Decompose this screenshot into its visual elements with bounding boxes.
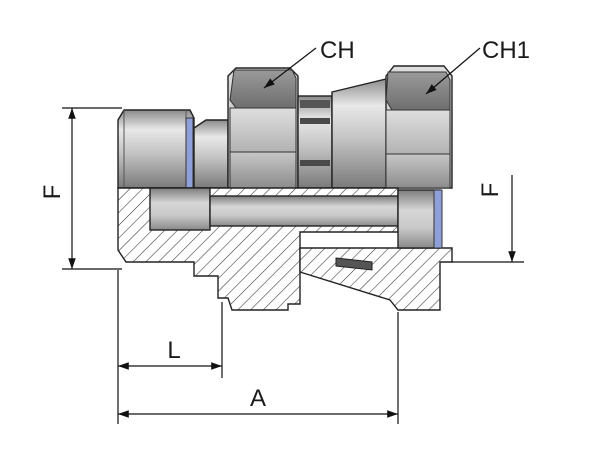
right-seal-ring — [433, 189, 443, 249]
label-l: L — [167, 337, 180, 364]
label-ch1: CH1 — [482, 37, 530, 64]
dimension-f-right: F — [452, 175, 524, 263]
label-f-left: F — [39, 185, 66, 200]
left-stud-exterior — [117, 109, 195, 189]
internal-recess — [335, 257, 373, 271]
label-ch: CH — [320, 37, 355, 64]
dimension-a: A — [118, 312, 399, 424]
tapered-nut — [331, 77, 391, 189]
neck-groove — [193, 119, 229, 189]
dimension-f-left: F — [39, 107, 122, 270]
ch-hex-body — [227, 67, 299, 189]
label-a: A — [250, 385, 266, 412]
dimension-l: L — [117, 270, 223, 424]
swivel-collar — [297, 95, 333, 189]
left-seal-ring — [185, 117, 194, 189]
label-f-right: F — [477, 183, 504, 198]
ch1-hex-body — [385, 65, 453, 189]
inner-bore — [149, 187, 441, 249]
leader-ch: CH — [263, 37, 355, 89]
leader-ch1: CH1 — [425, 37, 530, 95]
